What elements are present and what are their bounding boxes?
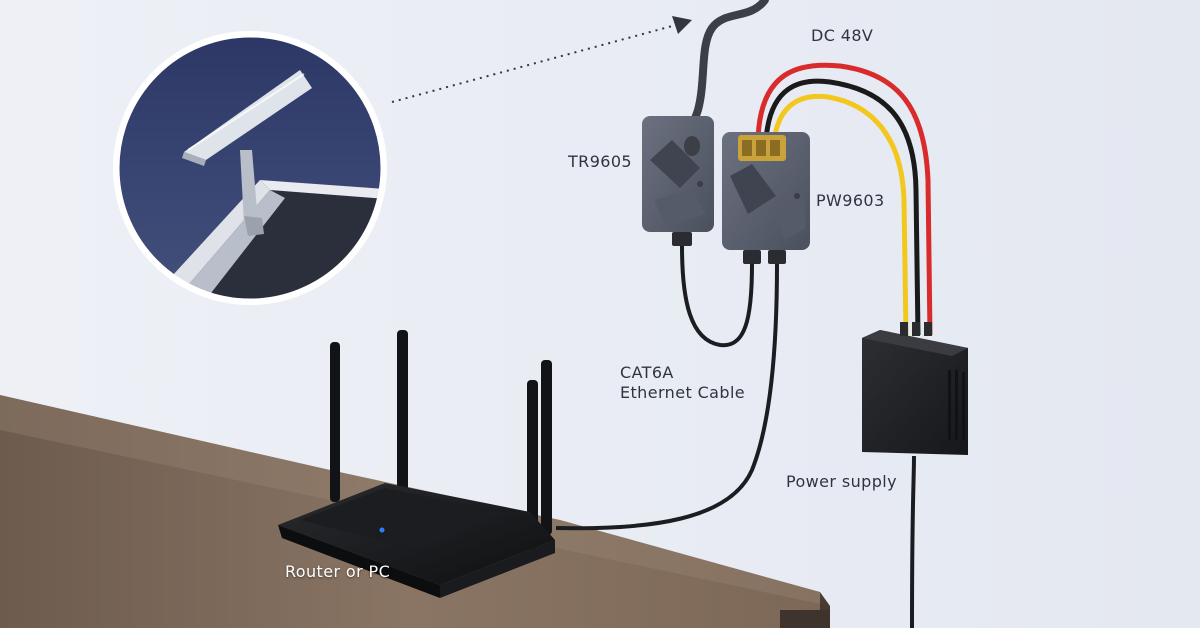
power-supply-label: Power supply	[786, 472, 897, 491]
tr9605-label: TR9605	[568, 152, 633, 171]
dotted-arrow-icon	[391, 16, 692, 103]
satellite-dish-on-roof-icon	[113, 31, 387, 305]
tr9605-device	[642, 116, 714, 246]
dc-wires	[755, 62, 933, 336]
pw9603-label: PW9603	[816, 191, 885, 210]
power-brick-icon	[862, 322, 968, 628]
cable-label: CAT6A Ethernet Cable	[620, 363, 745, 403]
pw9603-device	[722, 132, 810, 264]
ethernet-cables	[555, 245, 779, 531]
cable-label-line2: Ethernet Cable	[620, 383, 746, 402]
router-label: Router or PC	[285, 562, 391, 581]
dc-voltage-label: DC 48V	[811, 26, 874, 45]
router-icon	[278, 330, 555, 598]
cable-label-line1: CAT6A	[620, 363, 674, 382]
